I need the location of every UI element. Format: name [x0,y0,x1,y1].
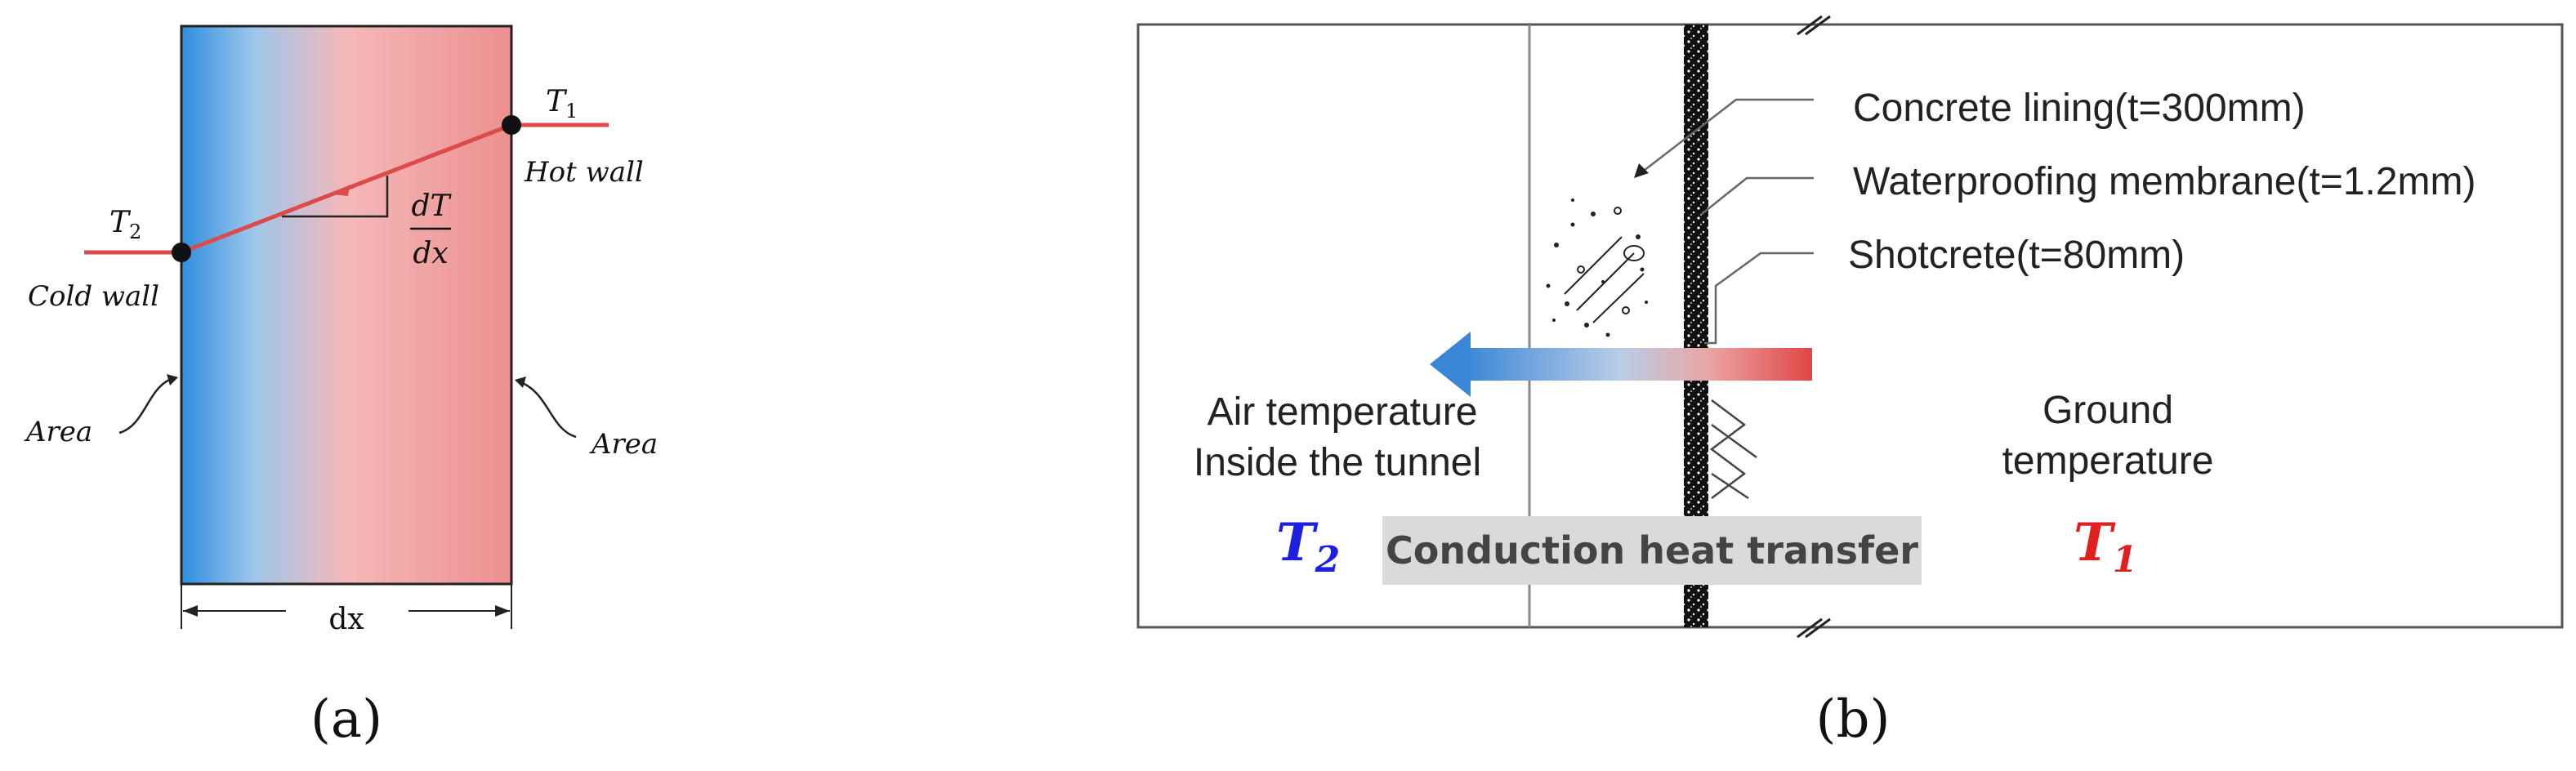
profile-arrowhead [333,185,350,196]
top-break-mark-2 [1805,15,1831,36]
heat-flow-arrow-body [1464,348,1812,381]
t2-label: T2 [109,206,141,243]
cold-wall-label: Cold wall [28,280,159,313]
conduction-badge [1382,516,1922,585]
hot-wall-label: Hot wall [524,156,644,189]
air-temp-line1: Air temperature [1208,390,1478,434]
area-right-label: Area [589,428,658,461]
ground-hatch [1709,399,1757,500]
panel-b: Concrete lining(t=300mm) Waterproofing m… [1136,15,2564,750]
t2-symbol: T2 [1276,512,1340,581]
area-left-curve [118,376,177,435]
dx-arrowhead-left [183,605,198,617]
cold-wall-point [172,243,191,262]
bottom-break-mark [1797,617,1823,639]
panel-b-caption: (b) [1816,689,1891,750]
wall-slab [180,25,513,586]
hot-wall-point [502,115,521,135]
shotcrete-label: Shotcrete(t=80mm) [1848,234,2185,277]
area-right-curve [516,379,577,439]
dx-arrowhead-right [495,605,510,617]
conduction-label: Conduction heat transfer [1386,528,1918,573]
area-left-arrowhead [167,374,178,386]
waterproofing-membrane-label: Waterproofing membrane(t=1.2mm) [1853,160,2476,203]
concrete-leader [1640,98,1814,174]
t1-label: T1 [546,85,578,123]
membrane-leader [1701,176,1814,215]
bottom-break-mark-2 [1805,617,1831,639]
top-break-mark [1797,15,1823,36]
panel-a-caption: (a) [310,689,382,750]
panel-a: T1 Hot wall T2 Cold wall dT dx Area Area… [24,25,658,750]
concrete-aggregate-detail [1546,198,1648,337]
air-temp-line2: Inside the tunnel [1194,441,1481,484]
ground-temp-line2: temperature [2002,439,2214,483]
area-right-arrowhead [515,377,526,388]
dx-label: dx [328,603,364,636]
gradient-denominator: dx [413,237,448,270]
ground-temp-line1: Ground [2042,389,2173,432]
gradient-numerator: dT [411,189,452,223]
heat-flow-arrowhead [1430,332,1471,397]
t1-symbol: T1 [2074,512,2137,581]
shotcrete-leader [1704,252,1814,345]
concrete-lining-label: Concrete lining(t=300mm) [1853,87,2306,130]
area-left-label: Area [24,416,92,448]
gradient-triangle [282,176,389,218]
concrete-leader-arrowhead [1634,163,1649,178]
